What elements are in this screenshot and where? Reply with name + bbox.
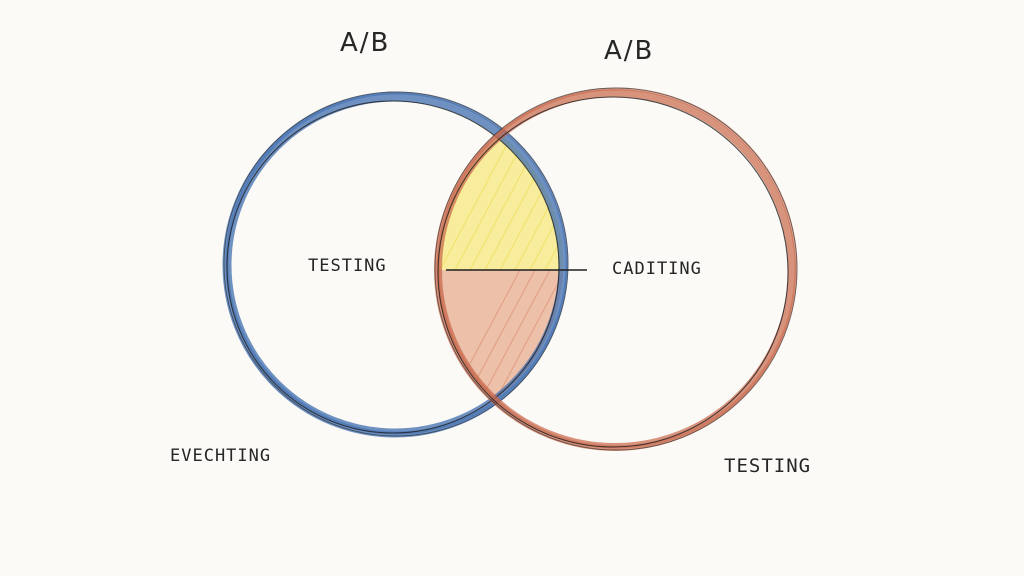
right-circle-outline [437, 96, 789, 448]
left-circle-outer-label: EVECHTING [170, 446, 272, 466]
right-circle-outer-label: TESTING [724, 455, 812, 477]
left-circle-outline [226, 100, 560, 434]
right-circle [434, 87, 798, 451]
right-circle-inner-label: CADITING [612, 259, 702, 279]
right-circle-title: A/B [604, 36, 655, 66]
overlap-upper-fill [438, 97, 563, 270]
overlap-lower-fill [438, 270, 563, 433]
left-circle-title: A/B [340, 28, 391, 58]
left-circle [222, 91, 569, 438]
left-circle-inner-label: TESTING [308, 256, 387, 276]
